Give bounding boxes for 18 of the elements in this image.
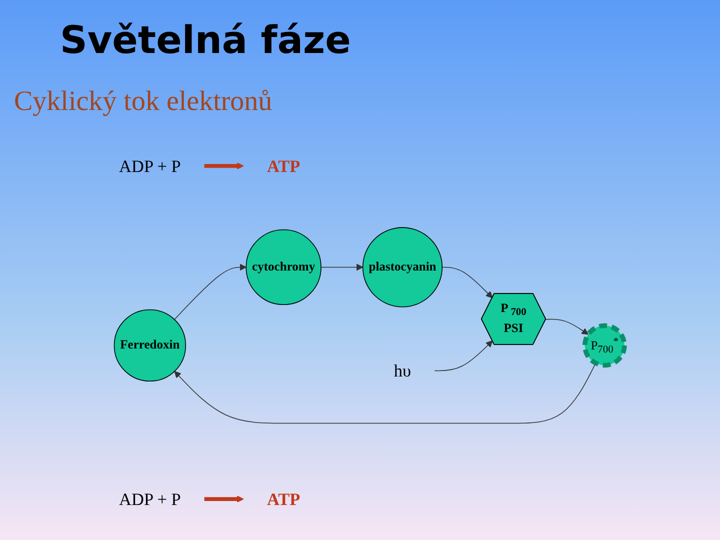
node-text: ADP + P xyxy=(119,156,181,176)
node-text: hυ xyxy=(394,360,412,381)
node-circle: cytochromy xyxy=(246,229,322,306)
node-text: ADP + P xyxy=(119,489,181,509)
node-circle: plastocyanin xyxy=(362,227,443,308)
node-circle: Ferredoxin xyxy=(114,309,186,382)
arrow xyxy=(174,264,246,320)
arrow xyxy=(434,340,493,372)
arrow xyxy=(442,266,493,298)
arrow xyxy=(546,318,588,335)
node-text: ATP xyxy=(266,489,300,509)
arrow xyxy=(320,264,364,271)
arrow xyxy=(204,496,244,502)
arrow xyxy=(204,162,244,170)
title: Světelná fáze xyxy=(60,18,351,62)
arrow xyxy=(174,362,596,424)
subtitle: Cyklický tok elektronů xyxy=(14,86,272,118)
node-text: ATP xyxy=(266,156,300,176)
